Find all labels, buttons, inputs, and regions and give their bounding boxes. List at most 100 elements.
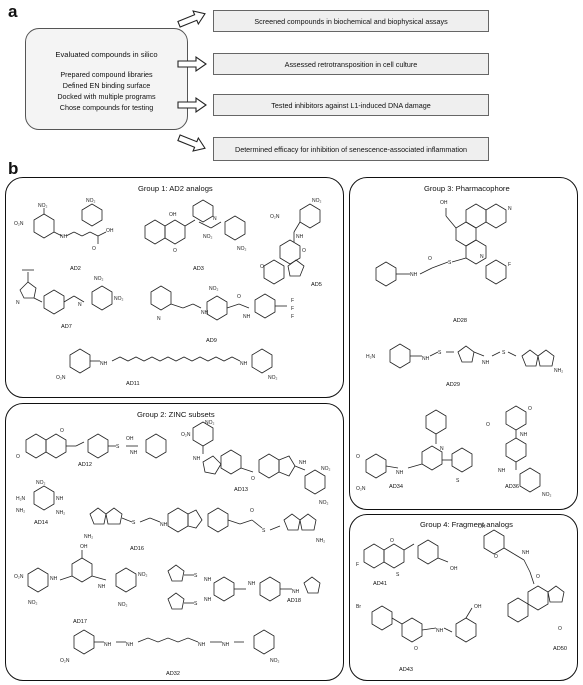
panel-b-label: b [8, 159, 19, 178]
panel-a-label: a [8, 2, 18, 21]
svg-text:S: S [502, 350, 506, 356]
svg-text:NH: NH [520, 432, 528, 438]
compound-label-ad7: AD7 [61, 324, 72, 330]
group-1-title: Group 1: AD2 analogs [138, 184, 213, 193]
compound-label-ad2: AD2 [70, 266, 81, 272]
svg-text:N: N [16, 300, 20, 306]
svg-text:O₂N: O₂N [14, 221, 24, 227]
svg-text:S: S [456, 478, 460, 484]
svg-text:S: S [396, 572, 400, 578]
svg-text:O: O [558, 626, 562, 632]
evaluated-title: Evaluated compounds in silico [55, 50, 158, 59]
svg-text:O: O [16, 454, 20, 460]
svg-text:OH: OH [478, 524, 486, 530]
svg-text:O: O [302, 248, 306, 254]
svg-text:OH: OH [440, 200, 448, 206]
arrow-right-icon [177, 96, 207, 114]
evaluated-item: Chose compounds for testing [59, 103, 154, 112]
ad34-structure: O O₂N NH N S [356, 410, 498, 492]
compound-label-ad17: AD17 [73, 619, 87, 625]
svg-text:O: O [356, 454, 360, 460]
ad9-structure: N NO₂ NH NH O F F F [143, 278, 294, 322]
svg-text:NH: NH [130, 450, 138, 456]
svg-text:NH: NH [126, 642, 134, 648]
svg-text:NH: NH [204, 577, 212, 583]
ad11-structure: O₂N NH NH NO₂ [56, 343, 278, 381]
svg-text:NH: NH [50, 576, 58, 582]
svg-text:OH: OH [474, 604, 482, 610]
svg-text:NH: NH [56, 496, 64, 502]
compound-label-ad9: AD9 [206, 338, 217, 344]
ad28-structure: OH N N S NH O F [368, 200, 512, 308]
svg-text:NH: NH [296, 234, 304, 240]
svg-text:O₂N: O₂N [356, 486, 366, 492]
svg-text:NH: NH [240, 361, 248, 367]
svg-text:O: O [260, 264, 264, 270]
svg-text:O: O [251, 476, 255, 482]
group-1-box [5, 177, 344, 398]
svg-text:S: S [194, 573, 198, 579]
svg-text:NO₂: NO₂ [86, 198, 96, 204]
compound-label-ad11: AD11 [126, 381, 140, 387]
svg-text:O₂N: O₂N [270, 214, 280, 220]
ad7-structure: N N NO₂ NO₂ [16, 266, 124, 324]
svg-text:NO₂: NO₂ [114, 296, 124, 302]
svg-text:O: O [60, 428, 64, 434]
svg-text:O: O [173, 248, 177, 254]
svg-text:NH: NH [243, 314, 251, 320]
svg-text:F: F [291, 306, 294, 312]
svg-text:NO₂: NO₂ [270, 658, 280, 664]
step-inflammation: Determined efficacy for inhibition of se… [213, 137, 489, 161]
svg-text:OH: OH [450, 566, 458, 572]
svg-text:NH: NH [98, 584, 106, 590]
svg-text:Br: Br [356, 604, 361, 610]
svg-text:S: S [438, 350, 442, 356]
compound-label-ad16: AD16 [130, 546, 144, 552]
compound-label-ad50: AD50 [553, 646, 567, 652]
svg-text:NH: NH [436, 628, 444, 634]
compound-label-ad41: AD41 [373, 581, 387, 587]
svg-text:O₂N: O₂N [181, 432, 191, 438]
svg-text:NH: NH [104, 642, 112, 648]
svg-text:NO₂: NO₂ [312, 198, 322, 204]
svg-text:S: S [262, 528, 266, 534]
step-retrotransposition: Assessed retrotransposition in cell cult… [213, 53, 489, 75]
evaluated-compounds-box: Evaluated compounds in silico Prepared c… [25, 28, 188, 130]
svg-text:NH: NH [299, 460, 307, 466]
svg-text:F: F [291, 298, 294, 304]
svg-text:F: F [508, 262, 511, 268]
svg-text:NO₂: NO₂ [319, 500, 329, 506]
svg-text:NH₂: NH₂ [16, 508, 25, 514]
svg-text:NO₂: NO₂ [36, 480, 46, 486]
svg-text:O: O [494, 554, 498, 560]
ad43-structure: Br O NH OH [356, 604, 482, 652]
svg-text:S: S [116, 444, 120, 450]
group-2-title: Group 2: ZINC subsets [137, 410, 215, 419]
svg-text:H₂N: H₂N [16, 496, 26, 502]
svg-text:O: O [250, 508, 254, 514]
svg-text:F: F [291, 314, 294, 320]
svg-text:NO₂: NO₂ [542, 492, 552, 498]
svg-text:N: N [440, 446, 444, 452]
svg-text:NH: NH [498, 468, 506, 474]
svg-text:OH: OH [80, 544, 88, 550]
svg-text:N: N [508, 206, 512, 212]
svg-text:O: O [528, 406, 532, 412]
arrow-up-right-icon [177, 10, 206, 28]
ad2-structure: O₂N NO₂ NH NO₂ OH O [14, 198, 114, 252]
svg-text:NH: NH [100, 361, 108, 367]
svg-text:H₂N: H₂N [366, 354, 376, 360]
svg-text:O: O [414, 646, 418, 652]
svg-text:O₂N: O₂N [60, 658, 70, 664]
svg-text:NO₂: NO₂ [237, 246, 247, 252]
ad41-structure: F O S OH [356, 538, 458, 578]
svg-text:NO₂: NO₂ [268, 375, 278, 381]
arrow-right-icon [177, 55, 207, 73]
ad16-structure: NH₂ S NH O S NH₂ [84, 498, 325, 544]
svg-text:NH₂: NH₂ [316, 538, 325, 544]
compound-label-ad18: AD18 [287, 598, 301, 604]
svg-text:NO₂: NO₂ [209, 286, 219, 292]
ad18-structure: S S NH NH NH NH [164, 561, 336, 619]
arrow-down-right-icon [177, 134, 206, 152]
svg-text:NH: NH [160, 522, 168, 528]
